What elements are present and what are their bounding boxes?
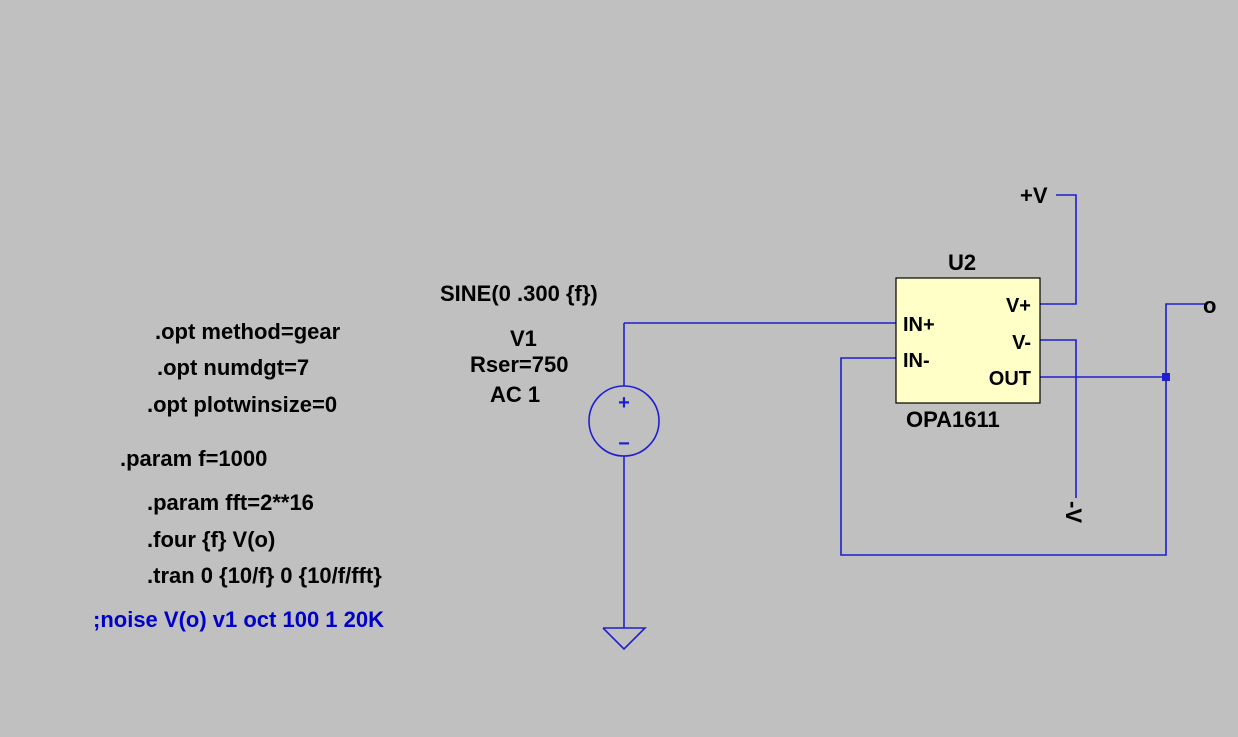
voltage-source-v1[interactable]: SINE(0 .300 {f}) V1 Rser=750 AC 1 + − <box>440 281 660 457</box>
directive-four[interactable]: .four {f} V(o) <box>147 527 275 552</box>
directive-opt-method[interactable]: .opt method=gear <box>155 319 341 344</box>
directive-noise-comment[interactable]: ;noise V(o) v1 oct 100 1 20K <box>93 607 384 632</box>
source-plus-sign: + <box>618 392 630 414</box>
opamp-u2[interactable]: U2 IN+ IN- V+ V- OUT OPA1611 <box>895 250 1041 432</box>
pin-v-plus-label: V+ <box>1006 295 1031 317</box>
net-label-positive-supply[interactable]: +V <box>1020 183 1048 208</box>
spice-directives: .opt method=gear .opt numdgt=7 .opt plot… <box>93 319 384 632</box>
wire-positive-supply[interactable] <box>1040 194 1077 305</box>
opamp-ref-label[interactable]: U2 <box>948 250 976 275</box>
net-label-negative-supply[interactable]: -V <box>1061 501 1086 523</box>
source-minus-sign: − <box>618 433 630 455</box>
voltage-source-icon[interactable]: + − <box>588 385 660 457</box>
wire-feedback[interactable] <box>840 357 1167 556</box>
source-ac-label: AC 1 <box>490 382 540 407</box>
directive-tran[interactable]: .tran 0 {10/f} 0 {10/f/fft} <box>147 563 382 588</box>
wires <box>623 194 1205 628</box>
opamp-icon[interactable] <box>895 277 1041 404</box>
directive-opt-numdgt[interactable]: .opt numdgt=7 <box>157 355 309 380</box>
source-rser-label[interactable]: Rser=750 <box>470 352 568 377</box>
source-name-label[interactable]: V1 <box>510 326 537 351</box>
ground-icon[interactable] <box>602 627 647 651</box>
net-label-output[interactable]: o <box>1203 293 1216 318</box>
directive-opt-plotwinsize[interactable]: .opt plotwinsize=0 <box>147 392 337 417</box>
pin-in-plus-label: IN+ <box>903 314 935 336</box>
pin-v-minus-label: V- <box>1012 332 1031 354</box>
directive-param-fft[interactable]: .param fft=2**16 <box>147 490 314 515</box>
wire-output-net[interactable] <box>1165 303 1205 377</box>
output-junction-dot <box>1162 373 1170 381</box>
wire-negative-supply[interactable] <box>1040 339 1077 498</box>
pin-in-minus-label: IN- <box>903 350 930 372</box>
pin-out-label: OUT <box>989 368 1031 390</box>
directive-param-f[interactable]: .param f=1000 <box>120 446 267 471</box>
source-value-label[interactable]: SINE(0 .300 {f}) <box>440 281 598 306</box>
opamp-model-label[interactable]: OPA1611 <box>906 407 1000 432</box>
